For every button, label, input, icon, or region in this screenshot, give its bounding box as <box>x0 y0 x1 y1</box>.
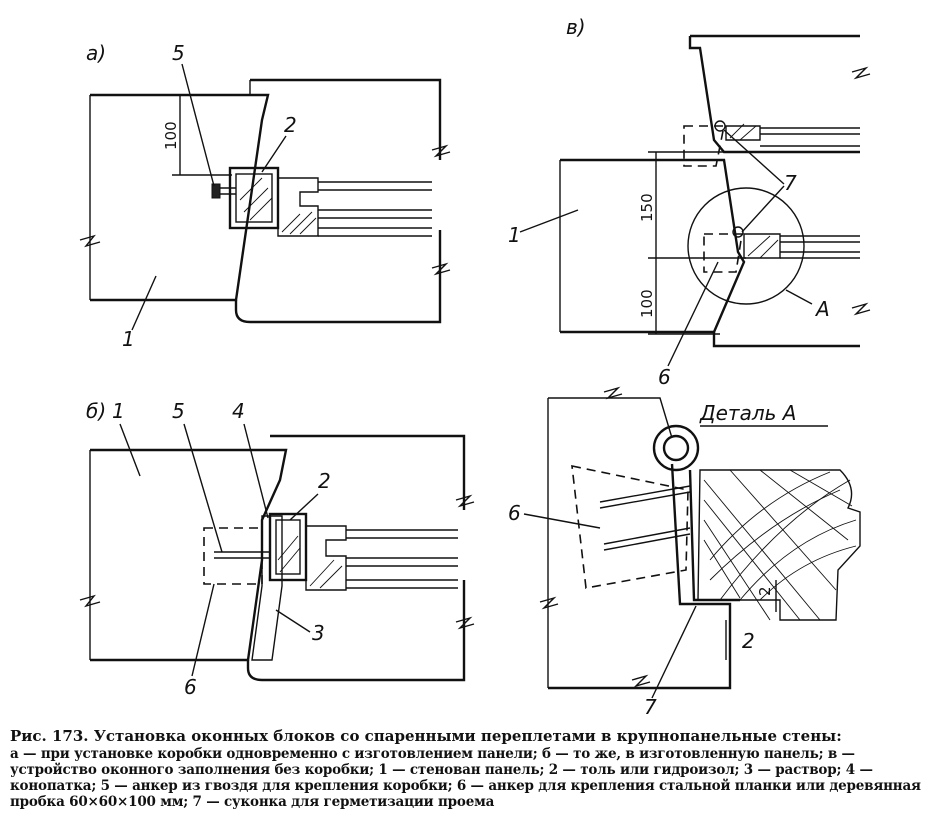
panel-v: в) 150 100 1 7 <box>508 15 871 389</box>
callout-6-v: 6 <box>658 365 671 389</box>
callout-6-b: 6 <box>184 675 197 699</box>
detail-a: Деталь А 2 2 6 7 <box>508 386 861 719</box>
dim-150-v: 150 <box>638 193 656 222</box>
panel-b: б) 1 5 4 2 3 <box>79 399 475 699</box>
caption-title: Рис. 173. Установка оконных блоков со сп… <box>10 727 842 745</box>
callout-1-b: 1 <box>112 399 125 423</box>
callout-6-detail: 6 <box>508 501 521 525</box>
callout-7-v: 7 <box>784 171 797 195</box>
callout-A-v: A <box>814 297 830 321</box>
callout-7-detail: 7 <box>644 695 657 719</box>
callout-5-b: 5 <box>172 399 185 423</box>
caption-body: а — при установке коробки одновременно с… <box>10 746 921 810</box>
panel-a-letter: а) <box>86 41 106 65</box>
detail-title: Деталь А <box>699 401 796 425</box>
figure-caption: Рис. 173. Установка оконных блоков со сп… <box>10 728 932 810</box>
callout-5-a: 5 <box>172 41 185 65</box>
panel-b-letter: б) <box>86 399 106 423</box>
callout-2-b: 2 <box>318 469 331 493</box>
callout-1-a: 1 <box>122 327 135 351</box>
dim-100-v: 100 <box>638 289 656 318</box>
callout-4-b: 4 <box>232 399 245 423</box>
dim-100-a: 100 <box>162 121 180 150</box>
figure-173: а) 100 <box>79 15 871 719</box>
panel-a: а) 100 <box>79 41 451 351</box>
callout-1-v: 1 <box>508 223 521 247</box>
detail-dim-2-upper: 2 <box>756 586 774 596</box>
panel-v-letter: в) <box>566 15 586 39</box>
callout-3-b: 3 <box>312 621 325 645</box>
detail-dim-2-lower: 2 <box>742 629 755 653</box>
callout-2-a: 2 <box>284 113 297 137</box>
